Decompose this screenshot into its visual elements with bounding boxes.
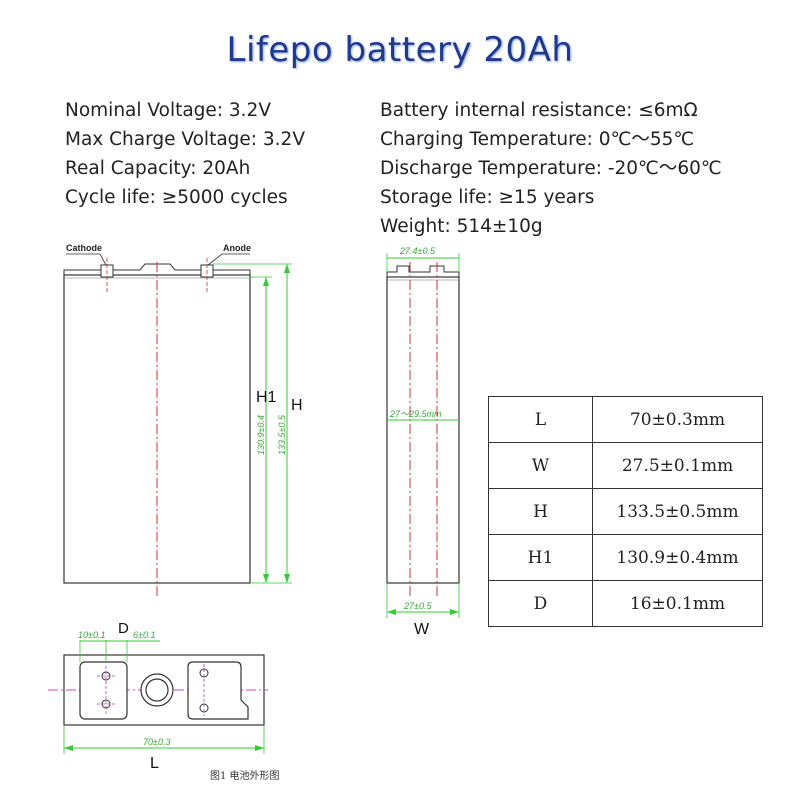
side-mid-dimension: 27～29.5mm <box>389 409 442 419</box>
page-title: Lifepo battery 20Ah <box>226 30 574 70</box>
table-row: L 70±0.3mm <box>488 396 763 443</box>
h-dimension-value: 133.5±0.5 <box>277 414 287 455</box>
spec-internal-resistance: Battery internal resistance: ≤6mΩ <box>380 100 698 121</box>
top-cathode-plate <box>79 661 128 720</box>
figure-caption: 图1 电池外形图 <box>210 771 280 782</box>
l-label: L <box>150 755 159 772</box>
specs-right-list: Battery internal resistance: ≤6mΩ Chargi… <box>380 96 722 241</box>
table-key-l: L <box>488 396 593 443</box>
table-key-h: H <box>488 488 593 535</box>
table-key-d: D <box>488 580 593 627</box>
h1-dimension-value: 130.9±0.4 <box>256 415 266 455</box>
table-row: H 133.5±0.5mm <box>488 488 763 535</box>
l-dimension-value: 70±0.3 <box>143 737 170 747</box>
d-dimension-right: 6±0.1 <box>133 630 155 640</box>
d-label: D <box>118 620 129 637</box>
h-label: H <box>291 397 303 414</box>
top-anode-plate <box>187 661 249 720</box>
front-view: Cathode Anode 130.9±0.4 133.5±0.5 H1 H <box>63 243 303 598</box>
cathode-label: Cathode <box>66 243 102 253</box>
table-row: H1 130.9±0.4mm <box>488 534 763 581</box>
top-view: 10±0.1 6±0.1 D 70±0.3 L <box>48 620 268 772</box>
table-value-h1: 130.9±0.4mm <box>592 534 763 581</box>
table-value-h: 133.5±0.5mm <box>592 488 763 535</box>
side-top-dimension: 27.4±0.5 <box>399 246 436 256</box>
w-label: W <box>414 621 430 638</box>
table-value-l: 70±0.3mm <box>592 396 763 443</box>
spec-weight: Weight: 514±10g <box>380 216 543 237</box>
h1-label: H1 <box>256 389 277 406</box>
table-key-h1: H1 <box>488 534 593 581</box>
side-bottom-dimension: 27±0.5 <box>403 601 432 611</box>
safety-vent-inner <box>145 678 169 702</box>
d-dimension-left: 10±0.1 <box>78 630 105 640</box>
dimension-table: L 70±0.3mm W 27.5±0.1mm H 133.5±0.5mm H1… <box>488 396 763 627</box>
spec-storage-life: Storage life: ≥15 years <box>380 187 595 208</box>
side-view-body <box>386 276 460 584</box>
side-view: 27.4±0.5 27～29.5mm 27±0.5 W <box>386 246 460 638</box>
table-value-w: 27.5±0.1mm <box>592 442 763 489</box>
table-key-w: W <box>488 442 593 489</box>
spec-charging-temperature: Charging Temperature: 0℃～55℃ <box>380 129 695 150</box>
anode-label: Anode <box>223 243 251 253</box>
spec-cycle-life: Cycle life: ≥5000 cycles <box>65 187 288 208</box>
spec-discharge-temperature: Discharge Temperature: -20℃～60℃ <box>380 158 722 179</box>
table-row: W 27.5±0.1mm <box>488 442 763 489</box>
specs-left-list: Nominal Voltage: 3.2V Max Charge Voltage… <box>65 96 305 212</box>
table-row: D 16±0.1mm <box>488 580 763 627</box>
spec-max-charge-voltage: Max Charge Voltage: 3.2V <box>65 129 305 150</box>
spec-nominal-voltage: Nominal Voltage: 3.2V <box>65 100 271 121</box>
table-value-d: 16±0.1mm <box>592 580 763 627</box>
spec-real-capacity: Real Capacity: 20Ah <box>65 158 251 179</box>
